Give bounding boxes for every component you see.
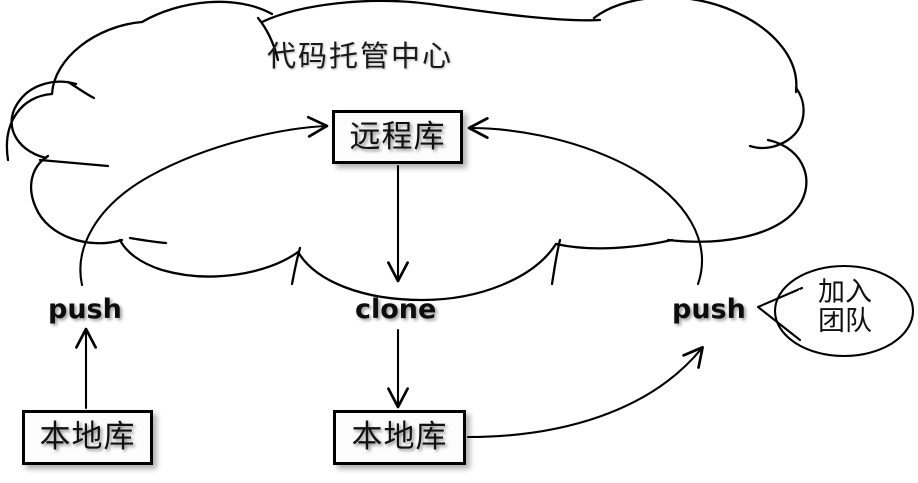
edge-label-push-left: push [48, 294, 122, 325]
node-remote-repo[interactable]: 远程库 [332, 110, 463, 164]
edge-local-center-to-push-right [466, 345, 704, 439]
node-local-repo-left-label: 本地库 [39, 419, 136, 455]
edge-push-left-to-remote [79, 115, 329, 287]
edge-label-push-right: push [672, 294, 746, 325]
callout-join-team-text: 加入 团队 [818, 277, 872, 338]
edge-push-right-to-remote [467, 117, 703, 286]
node-local-repo-center-label: 本地库 [351, 419, 448, 455]
node-remote-repo-label: 远程库 [349, 118, 446, 155]
cloud-title: 代码托管中心 [267, 39, 454, 73]
node-local-repo-center[interactable]: 本地库 [333, 410, 466, 465]
callout-bubble [756, 264, 918, 358]
node-local-repo-left[interactable]: 本地库 [22, 410, 153, 465]
cloud-shape [5, 0, 808, 302]
edge-label-clone: clone [355, 294, 437, 325]
